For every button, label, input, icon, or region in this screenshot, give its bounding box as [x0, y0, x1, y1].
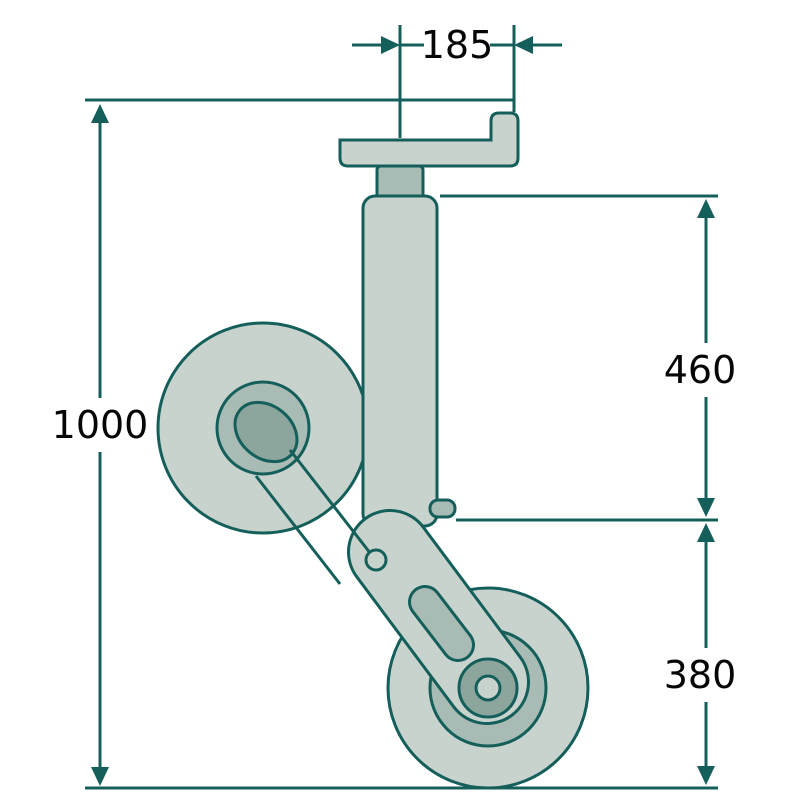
arrowhead-up [91, 104, 109, 123]
dimension-labels: 185 1000 460 380 [52, 23, 737, 697]
dimension-overall-height [91, 104, 109, 786]
pivot-hole [364, 548, 388, 572]
tube-collar [375, 164, 425, 200]
jockey-wheel-illustration [156, 111, 590, 790]
arrowhead-up [697, 199, 715, 218]
dimension-lines [85, 25, 718, 790]
dimension-lower-length [697, 523, 715, 785]
arrowhead-up [697, 523, 715, 542]
swing-path-lines [254, 449, 376, 585]
swing-path-line-upper [288, 449, 376, 559]
mounting-bracket [338, 111, 520, 168]
swing-arm [347, 509, 530, 725]
axle-bolt [474, 674, 502, 702]
swing-arm-slot [411, 588, 472, 659]
arrowhead-left-pointing [514, 36, 533, 54]
swing-path-line-lower [254, 475, 342, 585]
raised-wheel [156, 321, 370, 535]
outer-tube [361, 194, 439, 528]
arrowhead-down [697, 766, 715, 785]
arrowhead-down [697, 498, 715, 517]
dim-label-overall-height: 1000 [52, 403, 149, 447]
handle-pin [428, 498, 457, 519]
dimension-upper-length [697, 199, 715, 517]
dimension-top-width [352, 25, 562, 138]
arrowhead-right-pointing [381, 36, 400, 54]
dim-label-upper-length: 460 [664, 348, 737, 392]
dim-label-lower-length: 380 [664, 653, 737, 697]
arrowhead-down [91, 767, 109, 786]
dim-label-top-width: 185 [421, 23, 494, 67]
